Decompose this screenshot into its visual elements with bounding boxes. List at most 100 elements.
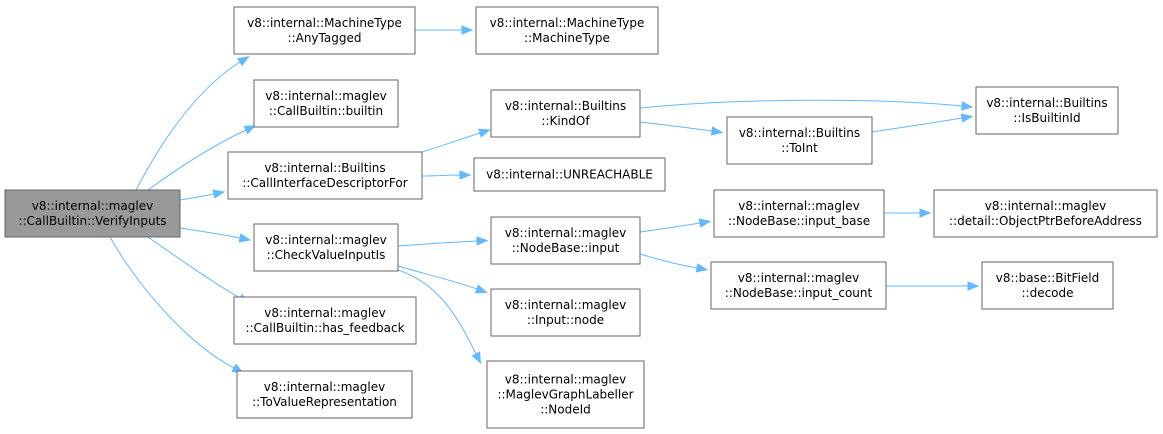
node-label-line: ::KindOf <box>541 114 590 128</box>
edge-line <box>639 253 698 269</box>
node-box <box>710 261 887 310</box>
node-label-line: ::CallBuiltin::has_feedback <box>245 321 404 335</box>
edge-n5-n6 <box>639 99 974 111</box>
arrow-head-icon <box>243 125 257 135</box>
node-label-line: v8::internal::UNREACHABLE <box>486 168 653 182</box>
node-label-line: ::CallBuiltin::builtin <box>269 104 383 118</box>
node-box <box>981 261 1114 310</box>
edge-n10-n13 <box>639 253 709 273</box>
node-label-line: v8::internal::maglev <box>738 199 859 213</box>
graph-node-n10[interactable]: v8::internal::maglev::NodeBase::input <box>490 216 641 265</box>
graph-node-n14[interactable]: v8::base::BitField::decode <box>981 261 1114 310</box>
arrow-head-icon <box>212 189 226 199</box>
node-box <box>227 151 423 200</box>
node-box <box>490 288 641 337</box>
node-label-line: ::IsBuiltinId <box>1013 111 1080 125</box>
edge-line <box>421 174 461 177</box>
node-label-line: v8::internal::maglev <box>505 298 626 312</box>
arrow-head-icon <box>461 25 474 35</box>
edge-n9-n15 <box>397 265 488 294</box>
node-box <box>473 157 666 192</box>
arrow-head-icon <box>237 55 250 67</box>
edge-n0-n17 <box>147 236 250 304</box>
node-label-line: ::CallInterfaceDescriptorFor <box>242 176 407 190</box>
node-label-line: ::CheckValueInputIs <box>267 248 386 262</box>
node-label-line: v8::internal::MachineType <box>247 16 402 30</box>
node-label-line: v8::internal::maglev <box>505 373 626 387</box>
node-label-line: ::detail::ObjectPtrBeforeAddress <box>949 214 1142 228</box>
edge-n9-n10 <box>397 236 489 247</box>
arrow-head-icon <box>919 208 932 218</box>
node-box <box>490 216 641 265</box>
graph-node-n13[interactable]: v8::internal::maglev::NodeBase::input_co… <box>710 261 887 310</box>
node-label-line: v8::internal::Builtins <box>739 126 860 140</box>
node-box <box>490 89 641 138</box>
graph-node-n9[interactable]: v8::internal::maglev::CheckValueInputIs <box>253 223 399 272</box>
arrow-head-icon <box>476 236 489 246</box>
graph-node-n3[interactable]: v8::internal::maglev::CallBuiltin::built… <box>253 79 399 128</box>
edge-n7-n6 <box>871 113 974 133</box>
arrow-head-icon <box>960 113 974 123</box>
node-label-line: ::NodeId <box>540 403 591 417</box>
nodes-layer: v8::internal::maglev::CallBuiltin::Verif… <box>4 6 1158 429</box>
graph-node-n12[interactable]: v8::internal::maglev::detail::ObjectPtrB… <box>933 189 1158 238</box>
arrow-head-icon <box>961 101 974 111</box>
edge-line <box>109 236 235 369</box>
edge-line <box>639 222 701 233</box>
edge-line <box>397 269 477 355</box>
arrow-head-icon <box>695 263 709 273</box>
arrow-head-icon <box>474 284 488 294</box>
node-label-line: ::NodeBase::input_base <box>728 214 870 228</box>
edge-line <box>421 132 481 153</box>
arrow-head-icon <box>459 170 472 180</box>
node-label-line: v8::internal::maglev <box>985 199 1106 213</box>
edge-n0-n4 <box>179 189 226 201</box>
node-box <box>233 296 417 345</box>
edge-n13-n14 <box>885 281 980 291</box>
edge-line <box>147 236 241 299</box>
node-label-line: v8::internal::Builtins <box>986 96 1107 110</box>
edge-line <box>397 240 478 247</box>
graph-node-n4[interactable]: v8::internal::Builtins::CallInterfaceDes… <box>227 151 423 200</box>
graph-node-n17[interactable]: v8::internal::maglev::CallBuiltin::has_f… <box>233 296 417 345</box>
edge-line <box>135 61 241 191</box>
edge-n0-n9 <box>179 227 252 243</box>
edge-n4-n5 <box>421 128 491 153</box>
node-label-line: ::CallBuiltin::VerifyInputs <box>18 214 166 228</box>
edge-n0-n3 <box>147 125 257 191</box>
edge-n9-n16 <box>397 269 482 365</box>
graph-node-n18[interactable]: v8::internal::maglev::ToValueRepresentat… <box>236 370 413 419</box>
node-label-line: ::ToInt <box>781 141 818 155</box>
node-label-line: ::MachineType <box>524 31 610 45</box>
edge-line <box>639 99 963 109</box>
graph-node-n8[interactable]: v8::internal::UNREACHABLE <box>473 157 666 192</box>
graph-node-n5[interactable]: v8::internal::Builtins::KindOf <box>490 89 641 138</box>
arrow-head-icon <box>471 351 482 365</box>
node-label-line: ::NodeBase::input <box>512 241 620 255</box>
arrow-head-icon <box>710 126 724 136</box>
graph-node-n6[interactable]: v8::internal::Builtins::IsBuiltinId <box>975 86 1119 135</box>
node-label-line: v8::base::BitField <box>996 271 1099 285</box>
graph-node-n7[interactable]: v8::internal::Builtins::ToInt <box>726 116 873 165</box>
node-label-line: v8::internal::maglev <box>32 199 153 213</box>
graph-node-n11[interactable]: v8::internal::maglev::NodeBase::input_ba… <box>713 189 885 238</box>
node-label-line: ::MaglevGraphLabeller <box>497 388 633 402</box>
edge-n11-n12 <box>884 208 932 218</box>
edges-layer <box>109 25 980 374</box>
graph-node-n15[interactable]: v8::internal::maglev::Input::node <box>490 288 641 337</box>
graph-node-n16[interactable]: v8::internal::maglev::MaglevGraphLabelle… <box>486 360 645 429</box>
graph-node-n0[interactable]: v8::internal::maglev::CallBuiltin::Verif… <box>4 189 181 238</box>
node-label-line: ::decode <box>1021 286 1073 300</box>
node-label-line: v8::internal::maglev <box>738 271 859 285</box>
node-label-line: v8::internal::MachineType <box>490 16 645 30</box>
edge-n4-n8 <box>421 170 472 180</box>
node-label-line: v8::internal::Builtins <box>505 99 626 113</box>
graph-node-n1[interactable]: v8::internal::MachineType::AnyTagged <box>233 6 416 55</box>
node-box <box>713 189 885 238</box>
edge-line <box>179 227 241 239</box>
arrow-head-icon <box>967 281 980 291</box>
node-box <box>933 189 1158 238</box>
edge-line <box>179 193 215 201</box>
graph-node-n2[interactable]: v8::internal::MachineType::MachineType <box>475 6 659 55</box>
